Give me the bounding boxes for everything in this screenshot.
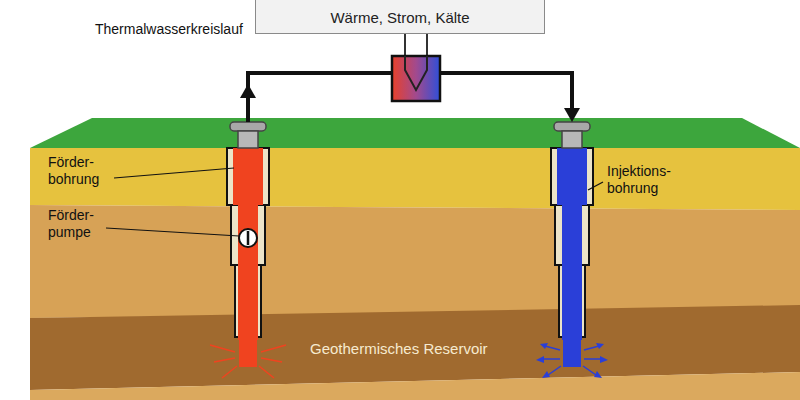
injection-well [536,122,608,378]
pump-label: Förder- pumpe [48,207,94,241]
ground-surface [30,118,800,148]
node-text: Wärme, Strom, Kälte [330,9,469,27]
circuit-label: Thermalwasserkreislauf [95,21,243,38]
reservoir-label: Geothermisches Reservoir [310,340,488,357]
well-label: Förder- bohrung [48,154,99,188]
leader-lines [106,168,603,236]
use-box: Wärme, Strom, Kälte [255,0,545,34]
soil-layer [30,205,800,318]
heat-exchanger [392,28,440,101]
soil-layer [30,372,800,400]
production-well [210,122,286,378]
soil-layer [30,148,800,210]
well-label: Injektions- bohrung [607,163,671,197]
